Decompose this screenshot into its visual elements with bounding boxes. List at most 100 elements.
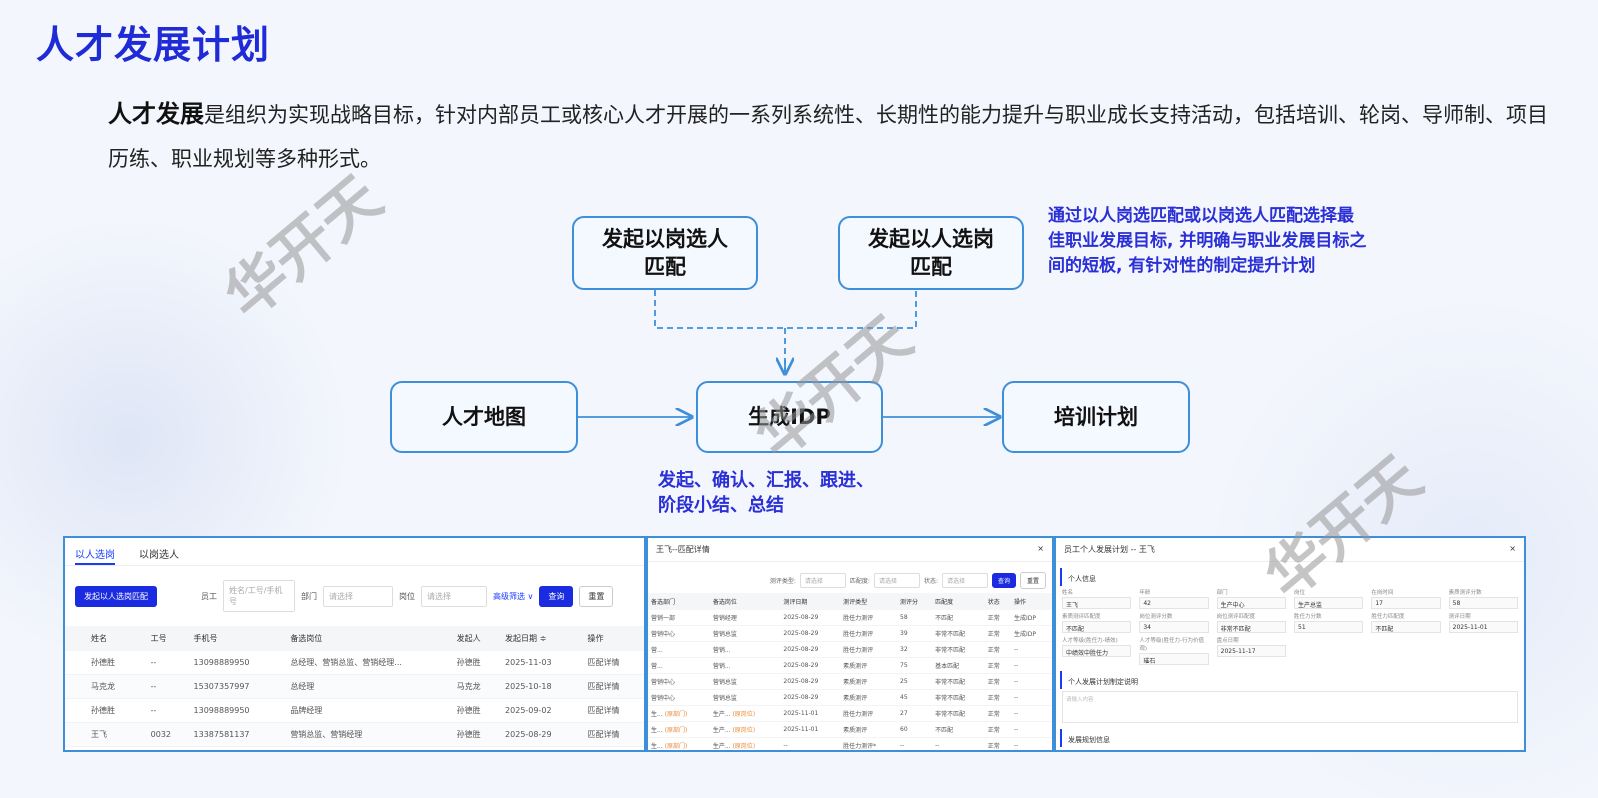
table-row: 生... (原部门)生产... (原岗位)--胜任力测评*----正常-- — [648, 737, 1052, 750]
table-cell: 营销... — [709, 657, 781, 674]
reset-button[interactable]: 重置 — [579, 585, 614, 607]
match-detail-link[interactable]: 匹配详情 — [583, 674, 644, 699]
table-cell: 生... (原部门) — [648, 705, 710, 722]
match-detail-link[interactable]: 匹配详情 — [583, 698, 644, 723]
intro-bold: 人才发展 — [108, 100, 204, 128]
detail-header: 王飞--匹配详情 × — [648, 538, 1052, 562]
table-cell: -- — [146, 698, 190, 723]
table-cell: 生产... (原岗位) — [709, 705, 781, 722]
form-field: 职业发展目标营销中心 / 营销总监 — [1062, 749, 1131, 750]
table-cell: 正常 — [984, 673, 1012, 690]
section-plan: 发展规划信息 — [1060, 729, 1524, 747]
field-label: 盘点日期 — [1216, 638, 1239, 644]
field-value[interactable]: 2025-11-01 — [1448, 621, 1518, 633]
post-select[interactable]: 请选择 — [421, 585, 487, 607]
field-value[interactable]: 中绩效中胜任力 — [1062, 645, 1132, 657]
table-cell: 13387581137 — [189, 722, 287, 747]
table-cell[interactable]: 素质测评 — [840, 689, 898, 706]
table-cell[interactable]: 生成IDP — [1011, 610, 1052, 626]
field-value[interactable]: 璀石 — [1139, 653, 1209, 665]
table-cell: 非常不匹配 — [932, 689, 985, 706]
field-value[interactable]: 17 — [1371, 597, 1441, 609]
field-label: 年龄 — [1139, 590, 1151, 596]
table-cell: 正常 — [984, 689, 1012, 706]
column-header[interactable]: 发起日期 ≑ — [501, 626, 584, 651]
field-value[interactable]: 2025-11-17 — [1216, 645, 1286, 657]
field-value[interactable]: 王飞 — [1062, 597, 1132, 609]
match-detail-link[interactable]: 匹配详情 — [583, 722, 644, 747]
column-header: 手机号 — [189, 626, 287, 651]
field-value[interactable]: 生产总监 — [1294, 597, 1364, 609]
field-value[interactable]: 51 — [1294, 621, 1364, 633]
table-cell[interactable]: 生成IDP — [1011, 625, 1052, 642]
detail-query-button[interactable]: 查询 — [991, 573, 1016, 588]
table-cell: 营销总监、营销经理 — [286, 722, 453, 747]
table-cell: 58 — [897, 610, 933, 626]
idp-header: 员工个人发展计划 -- 王飞 × — [1056, 538, 1524, 562]
table-cell: 不匹配 — [932, 610, 985, 626]
table-cell: 营销中心 — [648, 673, 710, 690]
table-cell[interactable]: 素质测评 — [840, 657, 898, 674]
original-tag: (原岗位) — [730, 743, 756, 750]
dept-select[interactable]: 请选择 — [323, 585, 393, 607]
table-cell[interactable]: 素质测评 — [840, 673, 898, 690]
query-button[interactable]: 查询 — [539, 585, 574, 607]
table-cell: 营销中心 — [648, 689, 710, 706]
advanced-filter-link[interactable]: 高级筛选 ∨ — [493, 591, 534, 601]
table-cell[interactable]: 素质测评 — [840, 721, 898, 738]
table-cell: 2025-09-02 — [501, 698, 584, 723]
tab-person-to-post[interactable]: 以人选岗 — [75, 546, 115, 565]
start-match-button[interactable]: 发起以人选岗匹配 — [75, 585, 157, 607]
field-value[interactable]: 非常不匹配 — [1216, 621, 1286, 633]
table-cell[interactable]: 胜任力测评 — [840, 641, 898, 658]
match-select[interactable]: 请选择 — [873, 573, 920, 588]
field-value[interactable]: 生产中心 — [1216, 597, 1286, 609]
close-icon[interactable]: × — [1037, 544, 1044, 553]
note-right: 通过以人岗选匹配或以岗选人匹配选择最佳职业发展目标, 并明确与职业发展目标之间的… — [1048, 206, 1367, 276]
tab-bar: 以人选岗 以岗选人 — [65, 538, 644, 566]
table-cell: 不匹配 — [932, 721, 985, 738]
table-cell[interactable]: 胜任力测评* — [840, 737, 898, 750]
table-cell[interactable]: 胜任力测评 — [840, 610, 898, 626]
table-cell: 营... — [648, 657, 710, 674]
tab-post-to-person[interactable]: 以岗选人 — [139, 550, 179, 561]
table-cell: -- — [146, 651, 190, 675]
plan-note-textarea[interactable]: 请输入内容 — [1062, 691, 1518, 723]
table-cell: 马克龙 — [452, 674, 502, 699]
box-person-to-post: 发起以人选岗 匹配 — [838, 216, 1024, 290]
table-cell: 2025-08-29 — [780, 641, 841, 658]
match-detail-link[interactable]: 匹配详情 — [583, 651, 644, 675]
status-select[interactable]: 请选择 — [941, 573, 988, 588]
table-cell: -- — [1011, 737, 1052, 750]
table-cell: 马克龙 — [65, 674, 147, 699]
table-cell: -- — [1011, 673, 1052, 690]
table-cell: 正常 — [984, 625, 1012, 642]
detail-reset-button[interactable]: 重置 — [1019, 572, 1046, 589]
field-value[interactable]: 不匹配 — [1062, 621, 1132, 633]
match-label: 匹配度: — [849, 578, 870, 585]
close-icon[interactable]: × — [1509, 544, 1516, 553]
table-cell: 营销总监 — [709, 689, 781, 706]
employee-input[interactable]: 姓名/工号/手机号 — [223, 580, 295, 612]
table-cell: 32 — [897, 641, 933, 658]
field-value[interactable]: 42 — [1139, 597, 1209, 609]
table-cell[interactable]: 胜任力测评 — [840, 705, 898, 722]
personal-row-3: 人才等级(胜任力-绩效)中绩效中胜任力人才等级(胜任力-行为价值观)璀石盘点日期… — [1056, 636, 1524, 665]
type-select[interactable]: 请选择 — [799, 573, 846, 588]
table-cell: -- — [780, 737, 841, 750]
field-value[interactable]: 不匹配 — [1371, 621, 1441, 633]
field-value[interactable]: 58 — [1448, 597, 1518, 609]
table-cell: 基本匹配 — [932, 657, 985, 674]
table-cell: 非常不匹配 — [932, 705, 985, 722]
field-value[interactable]: 34 — [1139, 621, 1209, 633]
table-cell[interactable]: 胜任力测评 — [840, 625, 898, 642]
table-cell: 27 — [897, 705, 933, 722]
